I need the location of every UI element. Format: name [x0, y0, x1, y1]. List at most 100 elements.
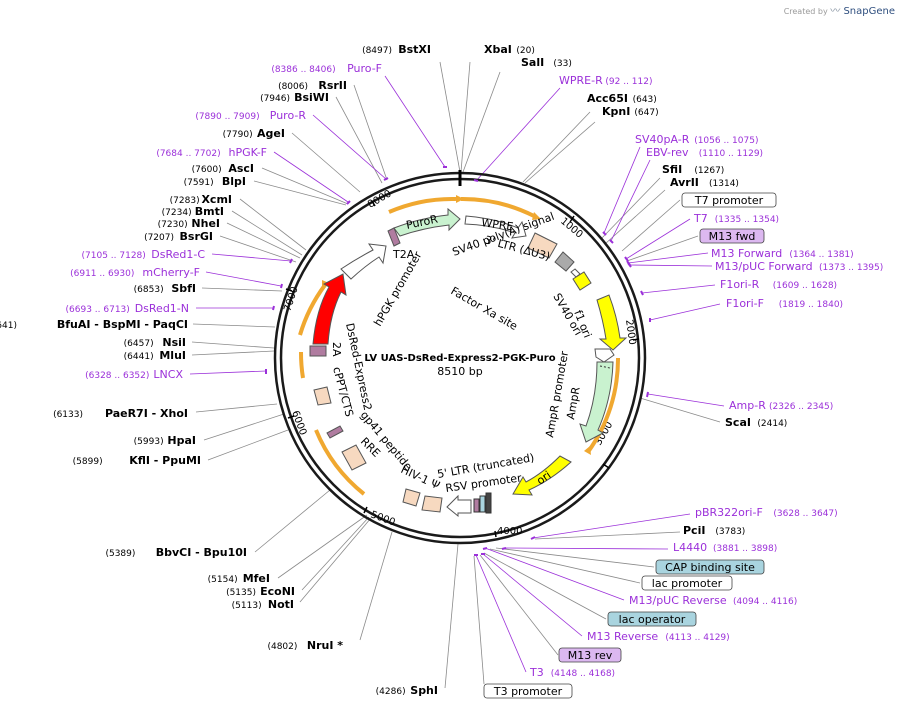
primer-name-5: M13 Forward: [711, 247, 782, 260]
primer-range-11: (3881 .. 3898): [713, 544, 777, 554]
site-pos-14: (5389): [105, 549, 135, 559]
primer-range-15: (6328 .. 6352): [85, 371, 149, 381]
site-name-3: Acc65I: [587, 92, 628, 105]
site-name-9: SphI: [410, 684, 438, 697]
site-pos-0: (8497): [362, 46, 392, 56]
primer-name-12: M13/pUC Reverse: [629, 594, 727, 607]
site-name-26: BlpI: [222, 175, 246, 188]
boxed-label-5: M13 rev: [568, 649, 613, 662]
feature-hpgk-promoter[interactable]: [340, 243, 387, 280]
site-name-4: KpnI: [602, 105, 630, 118]
boxed-label-bg-2: [655, 559, 765, 575]
primer-range-4: (1335 .. 1354): [715, 215, 779, 225]
created-by-text: Created by: [783, 7, 828, 16]
feature-f1-ori[interactable]: [596, 294, 628, 351]
site-name-30: RsrII: [318, 79, 347, 92]
primer-name-9: Amp-R: [729, 399, 766, 412]
feature-sv40-polya-box[interactable]: [554, 251, 575, 272]
site-pos-13: (5154): [208, 575, 238, 585]
primer-name-11: L4440: [673, 541, 707, 554]
ruler-label-4000: 4000: [497, 526, 522, 537]
site-pos-18: (6441): [124, 352, 154, 362]
site-name-27: AscI: [228, 162, 254, 175]
primer-range-18: (7105 .. 7128): [82, 251, 146, 261]
primer-ticks: [265, 166, 651, 556]
primer-range-20: (7890 .. 7909): [195, 112, 259, 122]
primer-name-19: hPGK-F: [229, 146, 267, 159]
site-name-19: NsiI: [162, 336, 186, 349]
primer-name-4: T7: [693, 212, 708, 225]
primer-range-16: (6693 .. 6713): [66, 305, 130, 315]
primer-range-8: (1819 .. 1840): [779, 300, 843, 310]
primer-name-2: SV40pA-R: [635, 133, 690, 146]
site-pos-1: (20): [516, 46, 534, 56]
site-name-29: BsiWI: [294, 91, 329, 104]
site-pos-4: (647): [634, 108, 658, 118]
feature-puror[interactable]: [393, 207, 461, 237]
site-pos-24: (7234): [162, 208, 192, 218]
primer-name-3: EBV-rev: [646, 146, 689, 159]
feature-cpptcts[interactable]: [313, 386, 332, 406]
feature-hiv1-psi[interactable]: [402, 488, 443, 513]
feature-5ltr-rsv-group[interactable]: [446, 492, 492, 518]
primer-name-10: pBR322ori-F: [695, 506, 763, 519]
site-pos-28: (7790): [223, 130, 253, 140]
boxed-label-bg-3: [641, 575, 733, 591]
site-pos-29: (7946): [260, 94, 290, 104]
boxed-label-2: CAP binding site: [665, 561, 755, 574]
site-name-7: ScaI: [725, 416, 751, 429]
site-pos-12: (5135): [226, 588, 256, 598]
primer-name-6: M13/pUC Forward: [715, 260, 813, 273]
feature-dsred-express2[interactable]: [312, 273, 347, 345]
label-cpptcts: cPPT/CTS: [330, 365, 356, 418]
feature-wpre[interactable]: [464, 215, 527, 239]
label-wpre: WPRE: [481, 216, 515, 233]
site-name-18: MluI: [159, 349, 186, 362]
site-pos-19: (6457): [124, 339, 154, 349]
site-name-14: BbvCI - Bpu10I: [156, 546, 247, 559]
site-name-12: EcoNI: [260, 585, 295, 598]
snapgene-watermark: Created by 〰 SnapGene: [784, 2, 895, 17]
leader-lines: [189, 61, 725, 689]
boxed-label-bg-4: [607, 611, 697, 627]
feature-3ltr-box[interactable]: [527, 232, 558, 259]
primer-range-7: (1609 .. 1628): [773, 281, 837, 291]
site-pos-26: (7591): [184, 178, 214, 188]
site-name-5: SfiI: [662, 163, 682, 176]
site-pos-20: (6641): [0, 321, 17, 331]
plasmid-length: 8510 bp: [437, 365, 482, 378]
site-name-6: AvrII: [670, 176, 699, 189]
feature-t2a-top[interactable]: [387, 227, 401, 247]
feature-ampr[interactable]: [579, 361, 614, 443]
site-name-28: AgeI: [257, 127, 285, 140]
feature-ori[interactable]: [512, 455, 572, 496]
primer-name-8: F1ori-F: [726, 297, 764, 310]
ruler-label-2000: 2000: [623, 319, 637, 346]
site-pos-6: (1314): [709, 179, 739, 189]
primer-range-1: (92 .. 112): [605, 77, 652, 87]
feature-rre[interactable]: [341, 444, 367, 471]
site-pos-3: (643): [633, 95, 657, 105]
site-pos-27: (7600): [192, 165, 222, 175]
site-name-15: KflI - PpuMI: [129, 454, 201, 467]
site-name-8: PciI: [683, 524, 705, 537]
primer-name-0: Puro-F: [347, 62, 382, 75]
boxed-label-1: M13 fwd: [709, 230, 756, 243]
feature-ampr-promoter[interactable]: [594, 348, 615, 363]
feature-sv40-ori-box[interactable]: [572, 271, 592, 291]
primer-range-19: (7684 .. 7702): [156, 149, 220, 159]
feature-2a[interactable]: [309, 345, 327, 357]
site-name-21: SbfI: [171, 282, 196, 295]
site-pos-23: (7230): [158, 220, 188, 230]
site-pos-15: (5899): [73, 457, 103, 467]
primer-name-17: mCherry-F: [142, 266, 200, 279]
site-name-16: HpaI: [167, 434, 196, 447]
boxed-label-bg-5: [558, 647, 622, 663]
boxed-label-0: T7 promoter: [694, 194, 764, 207]
site-name-2: SalI: [521, 56, 544, 69]
site-pos-9: (4286): [376, 687, 406, 697]
boxed-label-bg-1: [699, 228, 765, 244]
feature-gp41[interactable]: [326, 425, 344, 439]
